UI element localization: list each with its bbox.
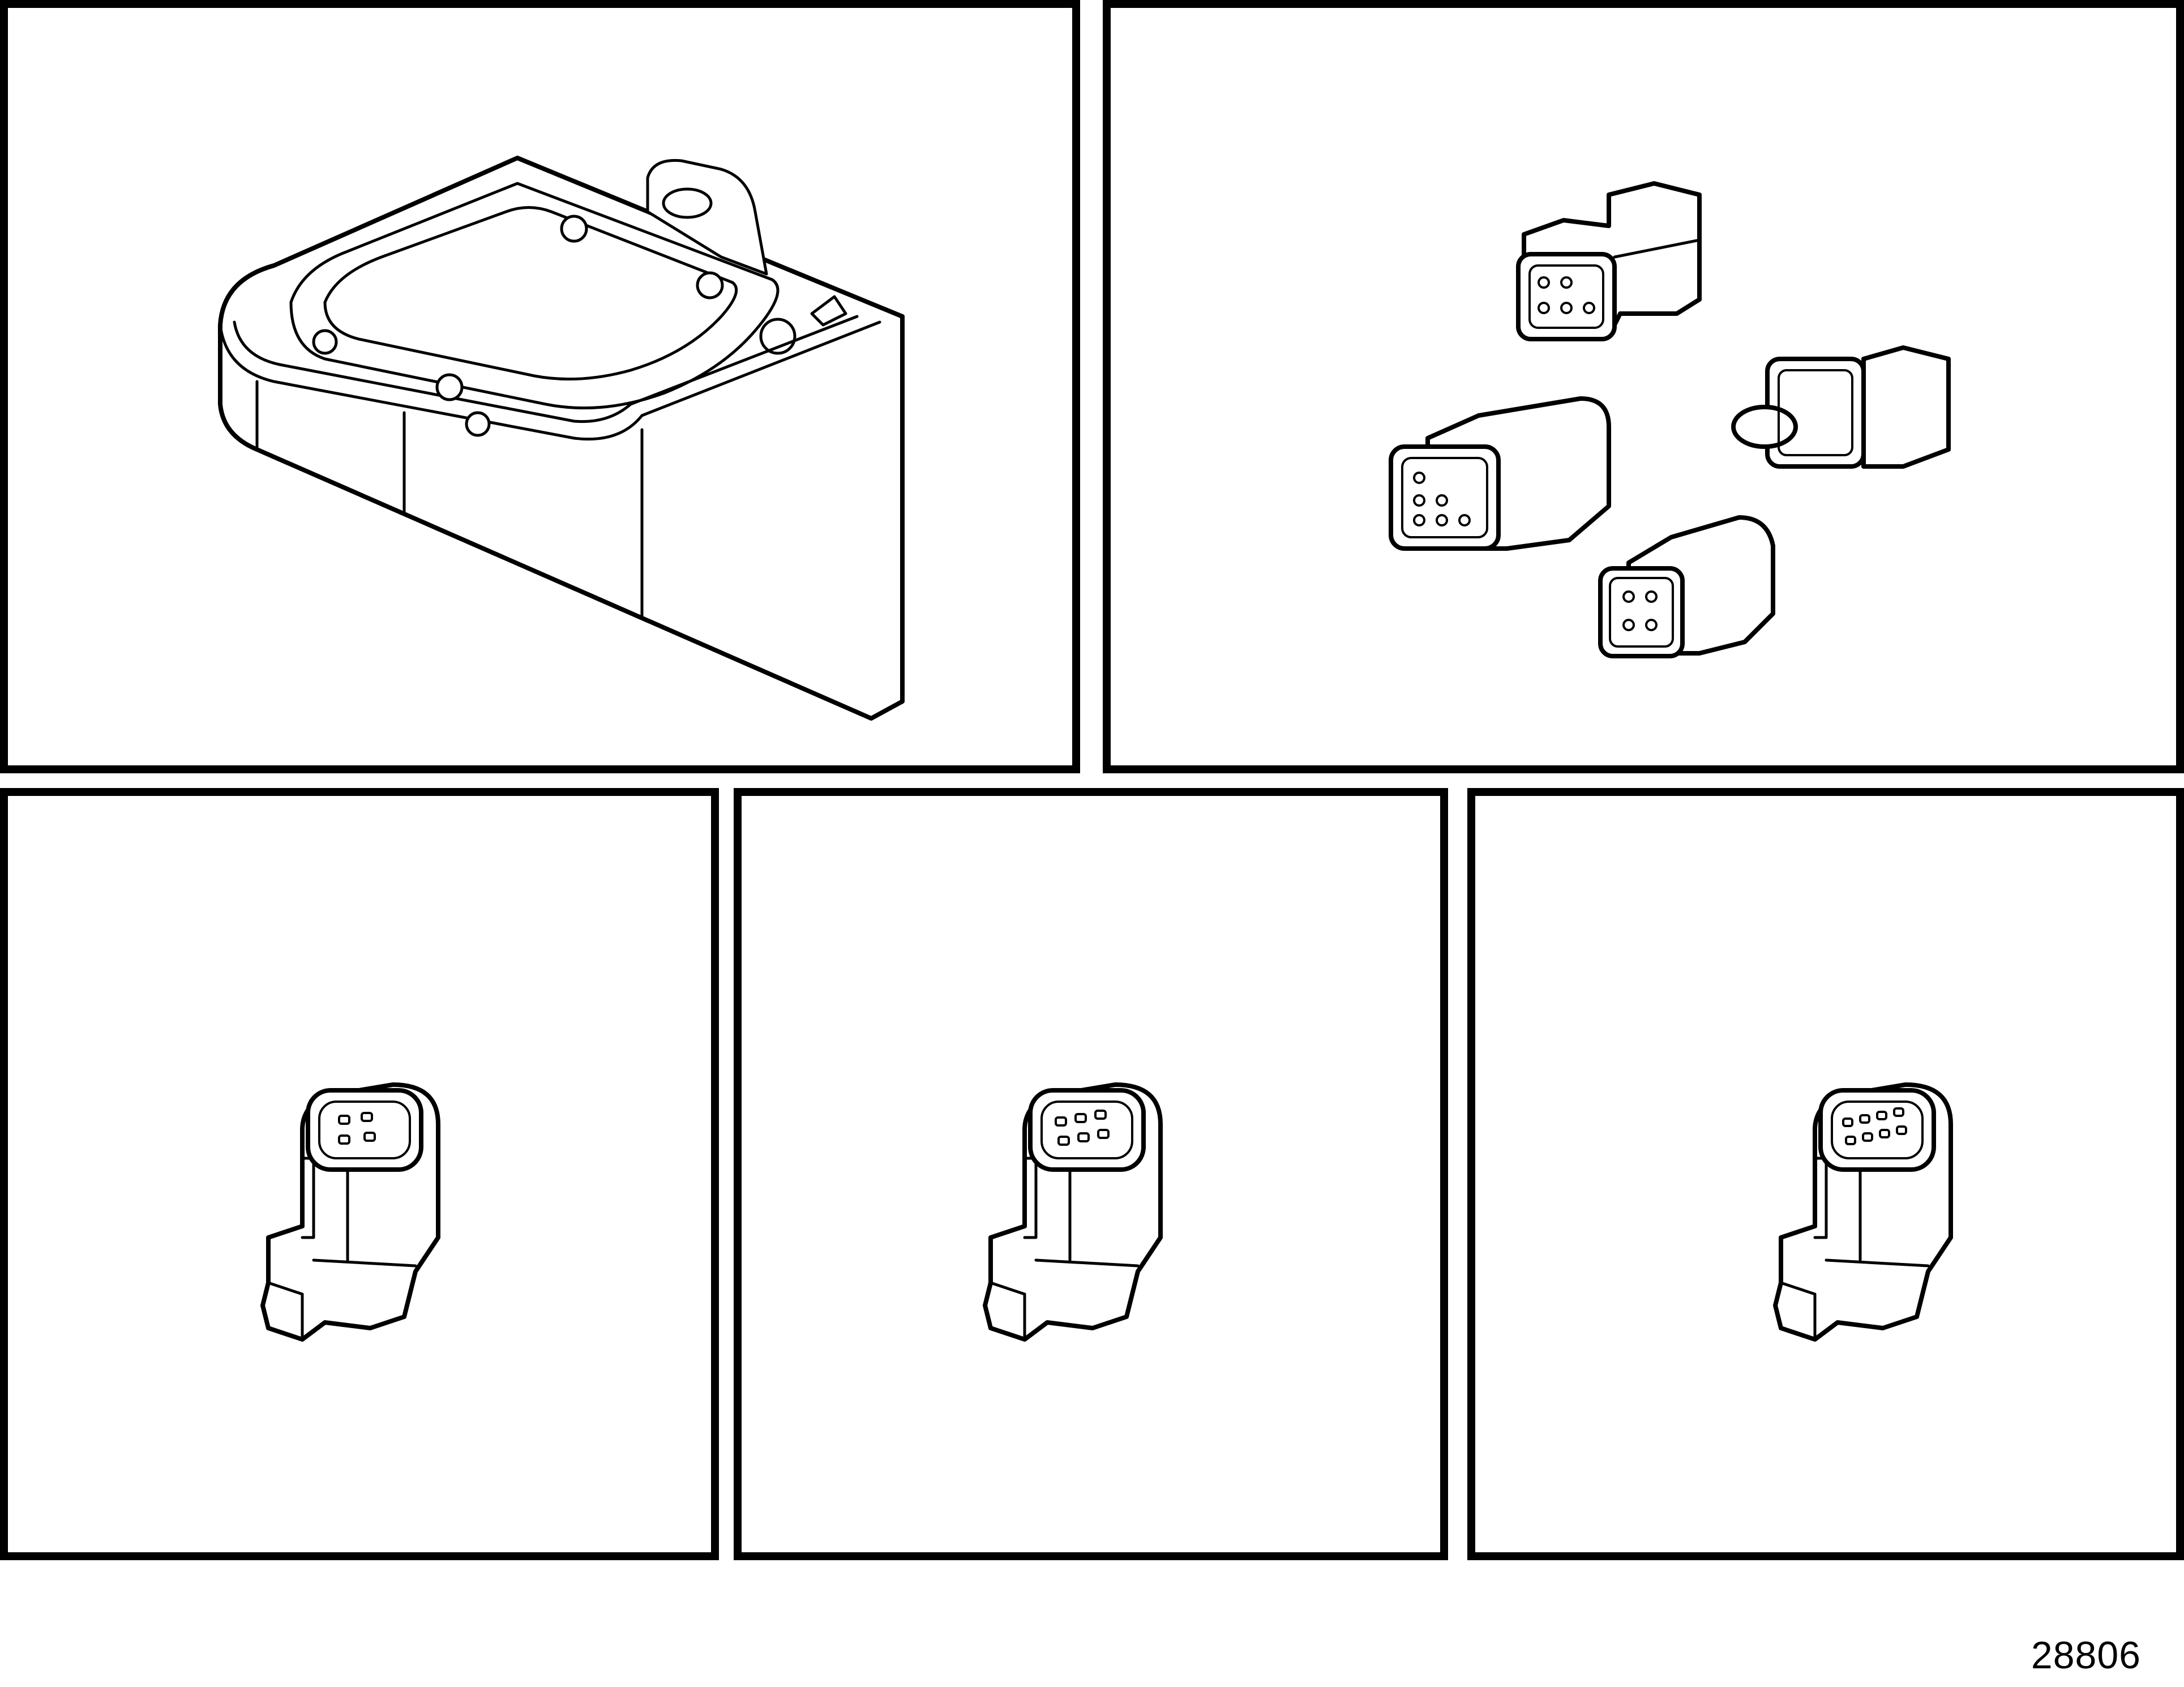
control-unit-housing-icon	[218, 156, 905, 721]
eight-pin-connector-icon	[1773, 1082, 1953, 1342]
panel-housing	[0, 0, 1080, 773]
deutsch-connector-set-icon	[1389, 181, 1951, 658]
panel-eight-pin-connector	[1467, 788, 2184, 1560]
six-pin-connector-icon	[983, 1082, 1163, 1342]
panel-four-pin-connector	[0, 788, 719, 1560]
panel-six-pin-connector	[734, 788, 1448, 1560]
panel-connector-set	[1103, 0, 2184, 773]
figure-reference-number: 28806	[2031, 1634, 2141, 1677]
four-pin-connector-icon	[260, 1082, 440, 1342]
